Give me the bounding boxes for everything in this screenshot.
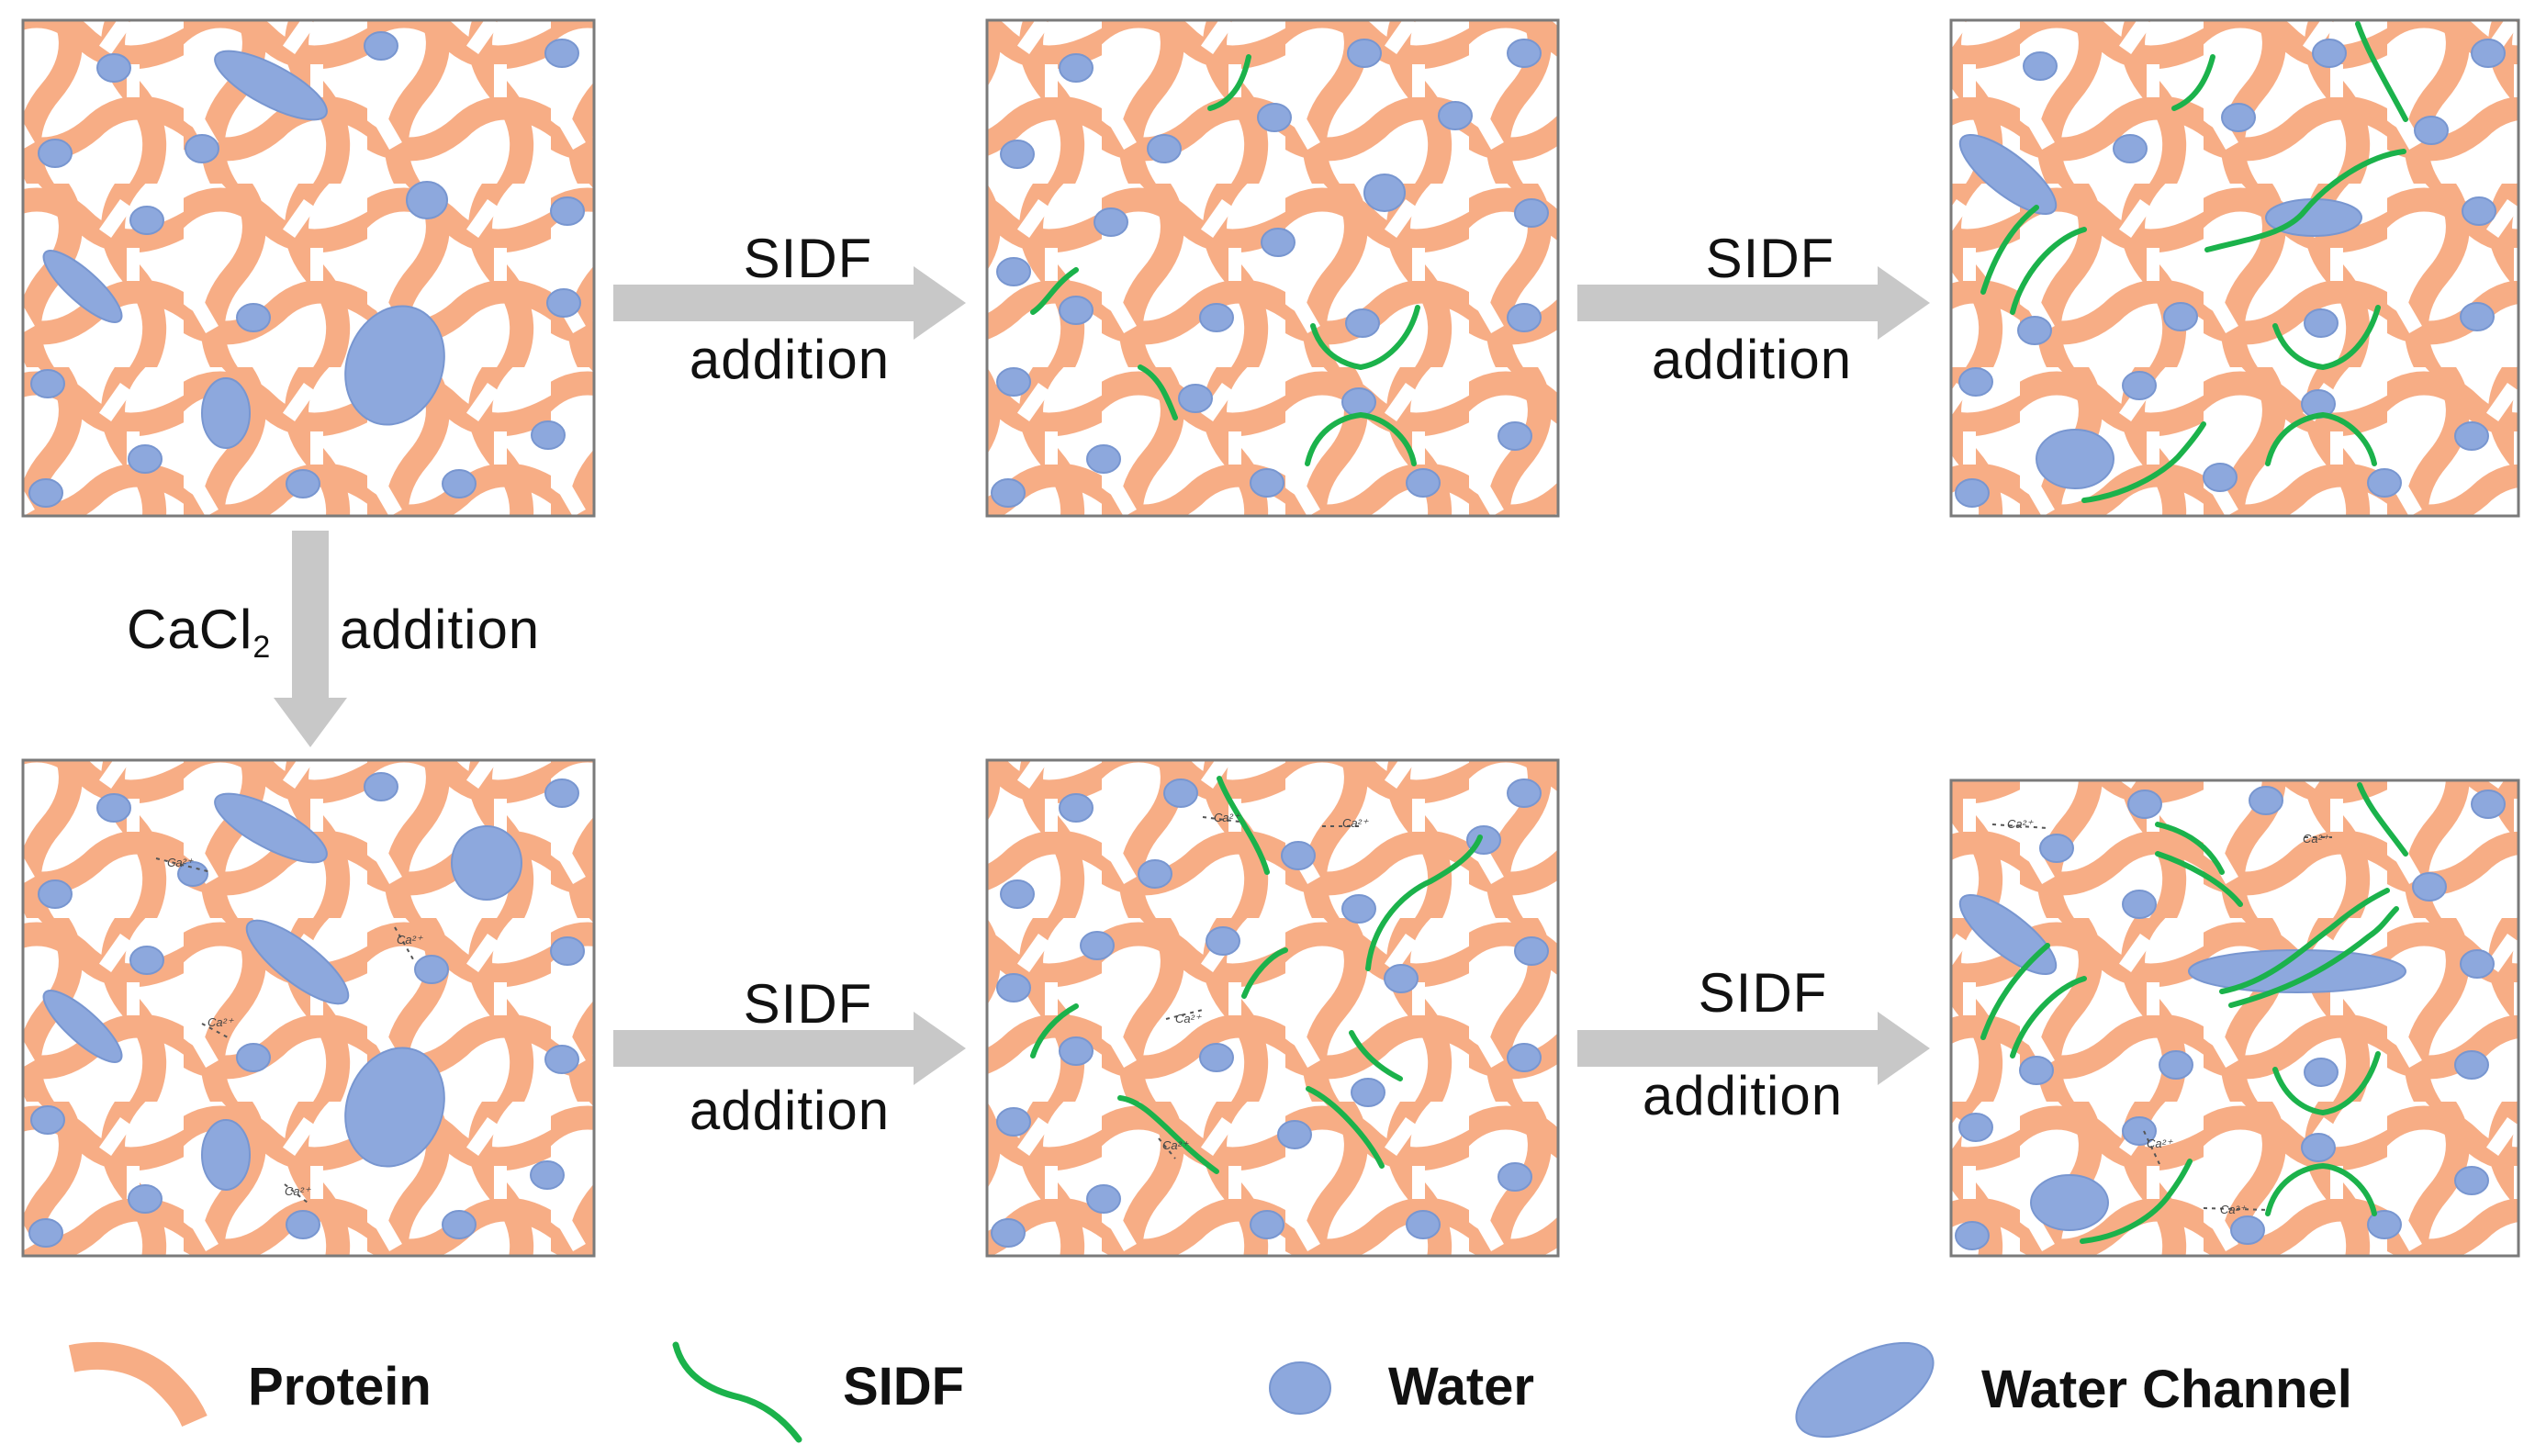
arrow-label-subscript: 2 <box>252 630 271 665</box>
water-channel <box>214 792 328 864</box>
ion-label: Ca²⁺ <box>397 933 423 946</box>
ion-label: Ca²⁺ <box>167 856 194 869</box>
calcium-ion-labels: Ca²⁺ Ca²⁺ Ca²⁺ Ca²⁺ <box>167 856 423 1198</box>
panel-top-2 <box>985 18 1560 518</box>
water-droplets <box>28 772 585 1248</box>
calcium-bridges <box>1158 816 1359 1159</box>
sidf-swatch <box>672 1341 802 1443</box>
water-channel <box>2036 429 2114 489</box>
arrow-label-reagent: SIDF <box>744 973 873 1035</box>
water-channel <box>344 1047 445 1168</box>
calcium-bridges <box>1991 823 2332 1211</box>
arrow-label-action: addition <box>340 599 540 660</box>
legend: Protein SIDF Water Water Channel <box>68 1341 2352 1443</box>
water-droplets <box>991 39 1549 508</box>
panel-top-3 <box>1949 18 2520 518</box>
legend-protein: Protein <box>68 1341 432 1428</box>
sidf-fibers <box>1030 54 1420 466</box>
water-channel <box>201 1119 251 1191</box>
ion-label: Ca²⁺ <box>2220 1203 2247 1216</box>
water-channel <box>42 990 123 1063</box>
water-droplets <box>1955 786 2506 1250</box>
water-channel <box>451 825 522 901</box>
calcium-ion-labels: Ca²⁺ Ca²⁺ Ca²⁺ Ca²⁺ <box>1162 811 1369 1152</box>
ion-label: Ca²⁺ <box>1162 1138 1189 1152</box>
panel-bottom-3 <box>1949 778 2520 1258</box>
arrow-label-reagent: SIDF <box>1699 962 1828 1024</box>
legend-sidf: SIDF <box>672 1341 964 1443</box>
ion-label: Ca²⁺ <box>285 1184 311 1198</box>
ion-label: Ca²⁺ <box>2303 832 2329 846</box>
arrow-bottom-2: SIDF addition <box>1577 962 1930 1126</box>
arrow-top-1: SIDF addition <box>613 228 966 390</box>
arrow-bottom-1: SIDF addition <box>613 973 966 1141</box>
protein-swatch <box>68 1341 208 1428</box>
water-droplets <box>28 31 585 508</box>
water-swatch <box>1269 1361 1331 1415</box>
ion-label: Ca²⁺ <box>1342 816 1369 830</box>
legend-water-channel: Water Channel <box>1795 1341 2352 1439</box>
water-droplets <box>1955 39 2506 508</box>
arrow-label-reagent: CaCl <box>127 599 252 660</box>
arrow-label-action: addition <box>1652 329 1852 390</box>
arrow-label-action: addition <box>1643 1065 1843 1126</box>
ion-label: Ca²⁺ <box>208 1015 234 1029</box>
water-channel <box>214 50 328 121</box>
panel-bottom-2 <box>985 758 1560 1258</box>
ion-label: Ca²⁺ <box>1175 1012 1202 1025</box>
sidf-fibers <box>1980 782 2408 1244</box>
arrow-label-action: addition <box>690 1080 890 1141</box>
legend-water: Water <box>1269 1357 1534 1417</box>
ion-label: Ca²⁺ <box>1214 811 1240 824</box>
water-channel <box>245 919 350 1005</box>
water-channel <box>344 305 445 426</box>
ion-label: Ca²⁺ <box>2147 1137 2173 1150</box>
legend-label-protein: Protein <box>248 1357 432 1417</box>
legend-label-water-channel: Water Channel <box>1981 1360 2352 1419</box>
calcium-bridges <box>155 857 414 1204</box>
arrow-label-reagent: SIDF <box>744 228 873 289</box>
water-channel <box>2030 1174 2109 1231</box>
calcium-ion-labels: Ca²⁺ Ca²⁺ Ca²⁺ Ca²⁺ <box>2007 817 2329 1216</box>
water-channel <box>1958 893 2058 976</box>
arrow-label-action: addition <box>690 329 890 390</box>
arrow-vertical: CaCl2 addition <box>127 531 540 747</box>
arrow-top-2: SIDF addition <box>1577 228 1930 390</box>
water-channel <box>1958 133 2058 216</box>
ion-label: Ca²⁺ <box>2007 817 2034 831</box>
water-channel <box>201 377 251 449</box>
sidf-fibers <box>1030 776 1483 1174</box>
sidf-fibers <box>1980 21 2408 503</box>
water-channel <box>42 250 123 323</box>
svg-text:CaCl2: CaCl2 <box>127 599 271 665</box>
water-channel-swatch <box>1795 1341 1935 1439</box>
legend-label-sidf: SIDF <box>843 1357 964 1417</box>
arrow-label-reagent: SIDF <box>1706 228 1835 289</box>
legend-label-water: Water <box>1388 1357 1534 1417</box>
water-channel <box>2188 949 2406 993</box>
